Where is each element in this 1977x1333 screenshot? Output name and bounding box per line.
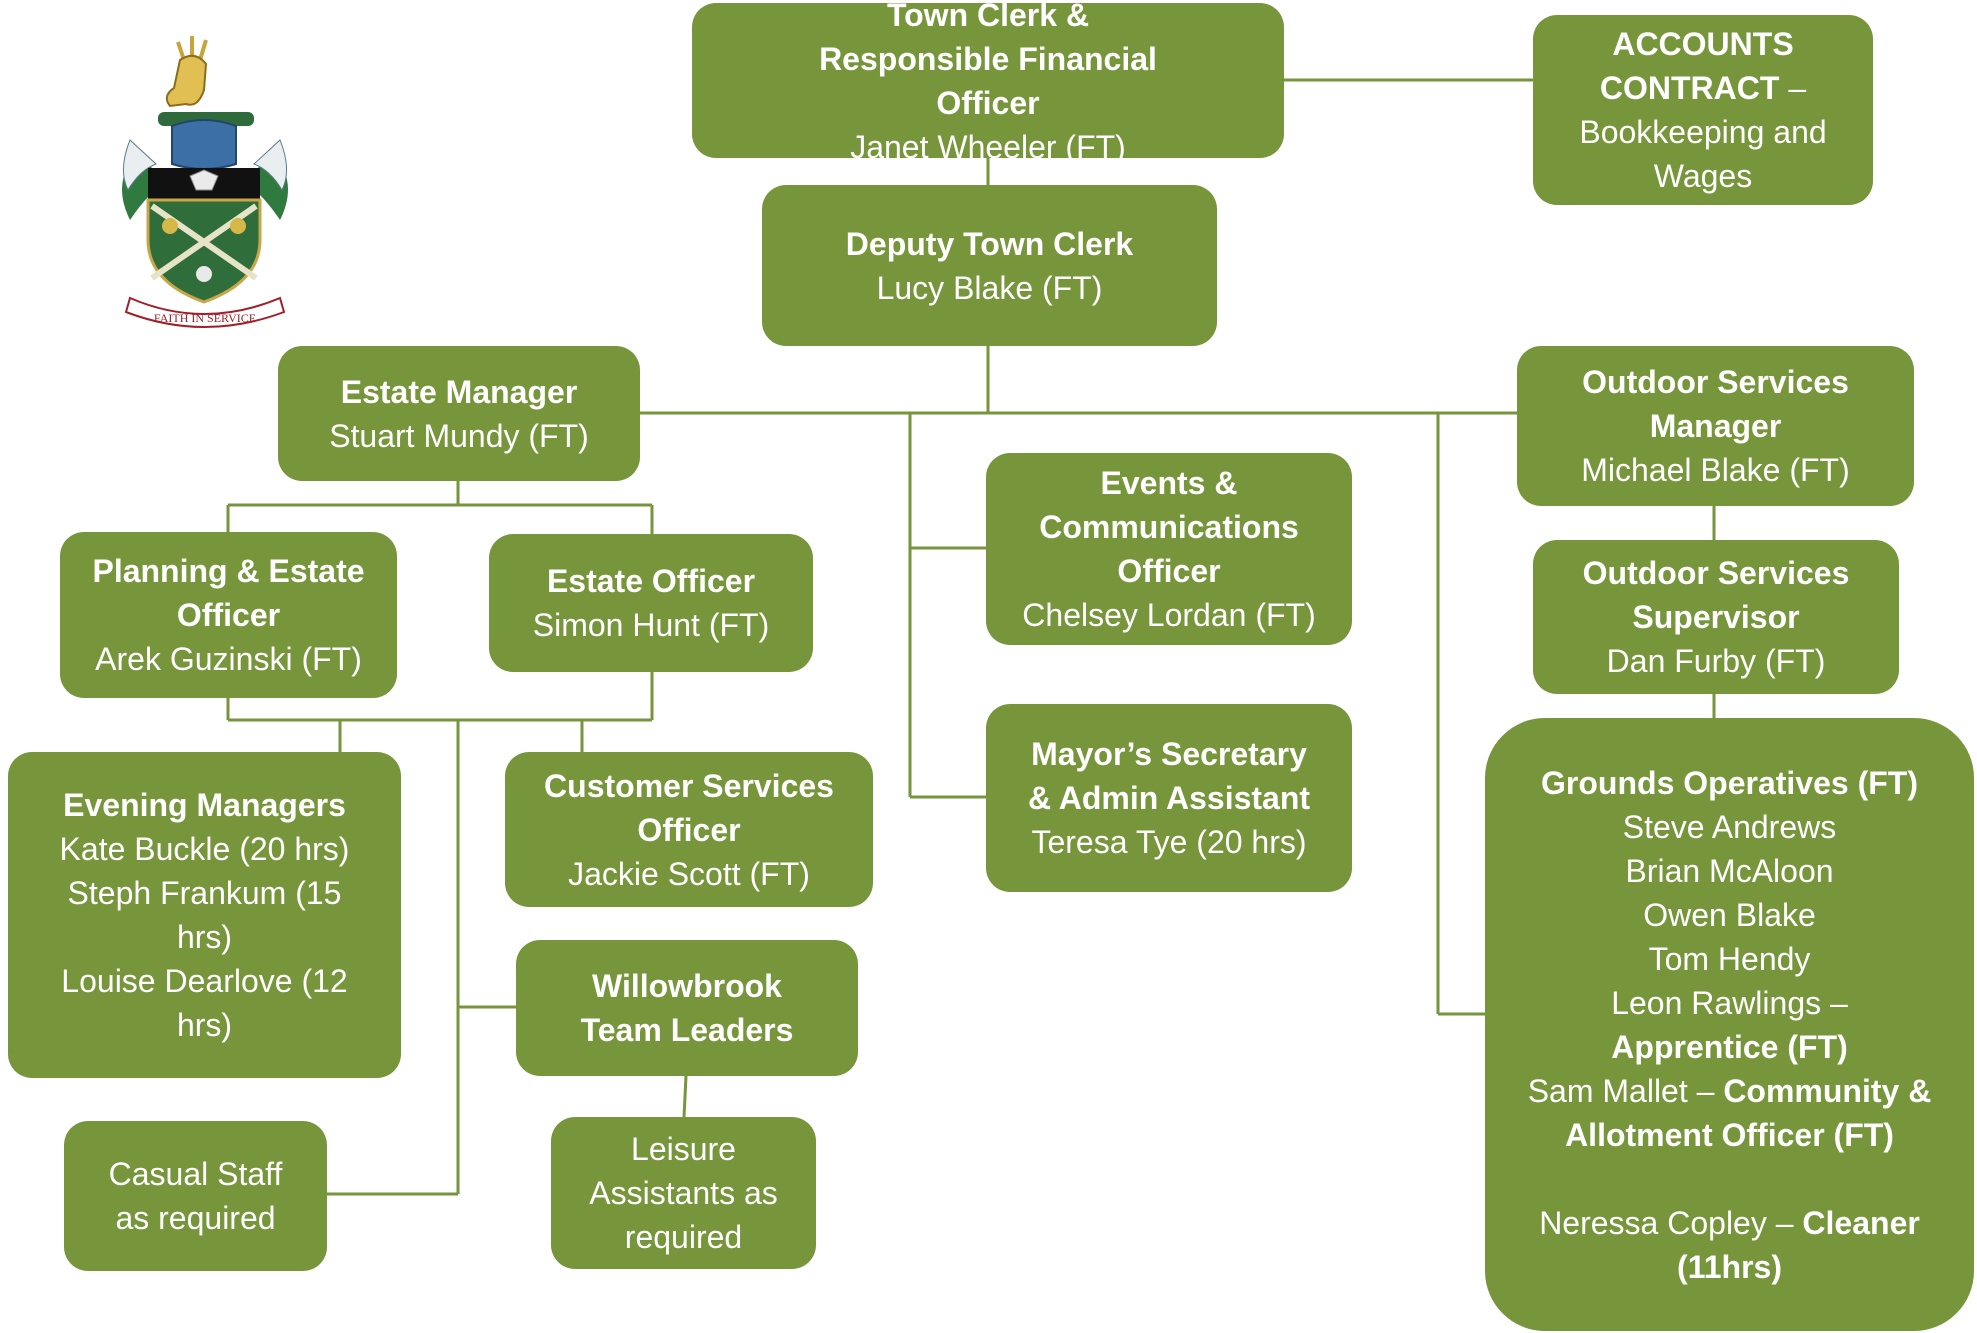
grounds-operative-name: Tom Hendy [1648, 940, 1811, 977]
grounds-neressa-name: Neressa Copley – [1539, 1204, 1803, 1241]
coat-of-arms-logo: FAITH IN SERVICE [122, 36, 288, 328]
estate-officer-box: Estate Officer Simon Hunt (FT) [489, 534, 813, 672]
crest-motto: FAITH IN SERVICE [154, 311, 256, 325]
customer-services-officer-box: Customer Services Officer Jackie Scott (… [505, 752, 873, 907]
grounds-operative-name: Owen Blake [1643, 896, 1816, 933]
grounds-operative-name: Brian McAloon [1625, 852, 1834, 889]
mayors-secretary-title: Mayor’s Secretary & Admin Assistant [1027, 736, 1311, 816]
grounds-neressa-entry: Neressa Copley – Cleaner (11hrs) [1520, 1201, 1940, 1289]
grounds-operative-name: Steve Andrews [1622, 808, 1837, 845]
outdoor-services-manager-box: Outdoor Services Manager Michael Blake (… [1517, 346, 1914, 506]
events-name: Chelsey Lordan (FT) [1022, 597, 1316, 633]
deputy-name: Lucy Blake (FT) [876, 269, 1103, 306]
accounts-contract-description: – Bookkeeping and Wages [1579, 70, 1827, 194]
customer-services-title: Customer Services Officer [544, 767, 834, 848]
town-clerk-name: Janet Wheeler (FT) [850, 128, 1126, 165]
grounds-neressa-role: Cleaner (11hrs) [1677, 1204, 1920, 1285]
grounds-title: Grounds Operatives (FT) [1541, 764, 1918, 801]
planning-estate-officer-box: Planning & Estate Officer Arek Guzinski … [60, 532, 397, 698]
planning-title: Planning & Estate Officer [92, 553, 365, 633]
grounds-leon-name: Leon Rawlings – [1611, 984, 1848, 1021]
outdoor-services-supervisor-box: Outdoor Services Supervisor Dan Furby (F… [1533, 540, 1899, 694]
outdoor-supervisor-name: Dan Furby (FT) [1606, 643, 1826, 679]
grounds-sam-role: Community & Allotment Officer (FT) [1565, 1072, 1932, 1153]
estate-officer-title: Estate Officer [546, 563, 756, 599]
willowbrook-team-leaders-box: Willowbrook Team Leaders [516, 940, 858, 1076]
evening-managers-box: Evening Managers Kate Buckle (20 hrs) St… [8, 752, 401, 1078]
grounds-operatives-box: Grounds Operatives (FT) Steve Andrews Br… [1485, 718, 1974, 1331]
customer-services-name: Jackie Scott (FT) [568, 855, 810, 892]
mayors-secretary-name: Teresa Tye (20 hrs) [1031, 824, 1307, 860]
estate-manager-box: Estate Manager Stuart Mundy (FT) [278, 346, 640, 481]
grounds-leon-role: Apprentice (FT) [1611, 1028, 1848, 1065]
evening-managers-title: Evening Managers [63, 787, 346, 823]
deputy-title: Deputy Town Clerk [845, 225, 1134, 262]
grounds-leon-entry: Leon Rawlings – Apprentice (FT) [1585, 981, 1875, 1069]
estate-manager-name: Stuart Mundy (FT) [329, 417, 589, 454]
leisure-assistants-text: Leisure Assistants as required [589, 1131, 778, 1255]
town-clerk-title: Town Clerk & Responsible Financial Offic… [819, 0, 1157, 121]
outdoor-supervisor-title: Outdoor Services Supervisor [1582, 555, 1850, 635]
evening-manager-entry: Kate Buckle (20 hrs) [59, 831, 350, 867]
outdoor-manager-name: Michael Blake (FT) [1581, 452, 1850, 488]
town-clerk-box: Town Clerk & Responsible Financial Offic… [692, 0, 1284, 165]
mayors-secretary-box: Mayor’s Secretary & Admin Assistant Tere… [986, 704, 1352, 892]
deputy-town-clerk-box: Deputy Town Clerk Lucy Blake (FT) [762, 185, 1217, 346]
willowbrook-title: Willowbrook Team Leaders [580, 968, 794, 1048]
estate-manager-title: Estate Manager [340, 373, 578, 410]
grounds-sam-entry: Sam Mallet – Community & Allotment Offic… [1520, 1069, 1940, 1157]
evening-manager-entry: Steph Frankum (15 hrs) [67, 875, 342, 955]
events-communications-box: Events & Communications Officer Chelsey … [986, 453, 1352, 645]
accounts-contract-title: ACCOUNTS CONTRACT [1599, 26, 1794, 106]
casual-staff-text: Casual Staff as required [108, 1156, 283, 1236]
grounds-sam-name: Sam Mallet – [1527, 1072, 1724, 1109]
outdoor-manager-title: Outdoor Services Manager [1582, 364, 1849, 444]
planning-name: Arek Guzinski (FT) [95, 641, 362, 677]
events-title: Events & Communications Officer [1039, 465, 1299, 589]
casual-staff-box: Casual Staff as required [64, 1121, 327, 1271]
accounts-contract-box: ACCOUNTS CONTRACT – Bookkeeping and Wage… [1533, 15, 1873, 205]
estate-officer-name: Simon Hunt (FT) [532, 607, 770, 643]
leisure-assistants-box: Leisure Assistants as required [551, 1117, 816, 1269]
evening-manager-entry: Louise Dearlove (12 hrs) [61, 963, 348, 1043]
